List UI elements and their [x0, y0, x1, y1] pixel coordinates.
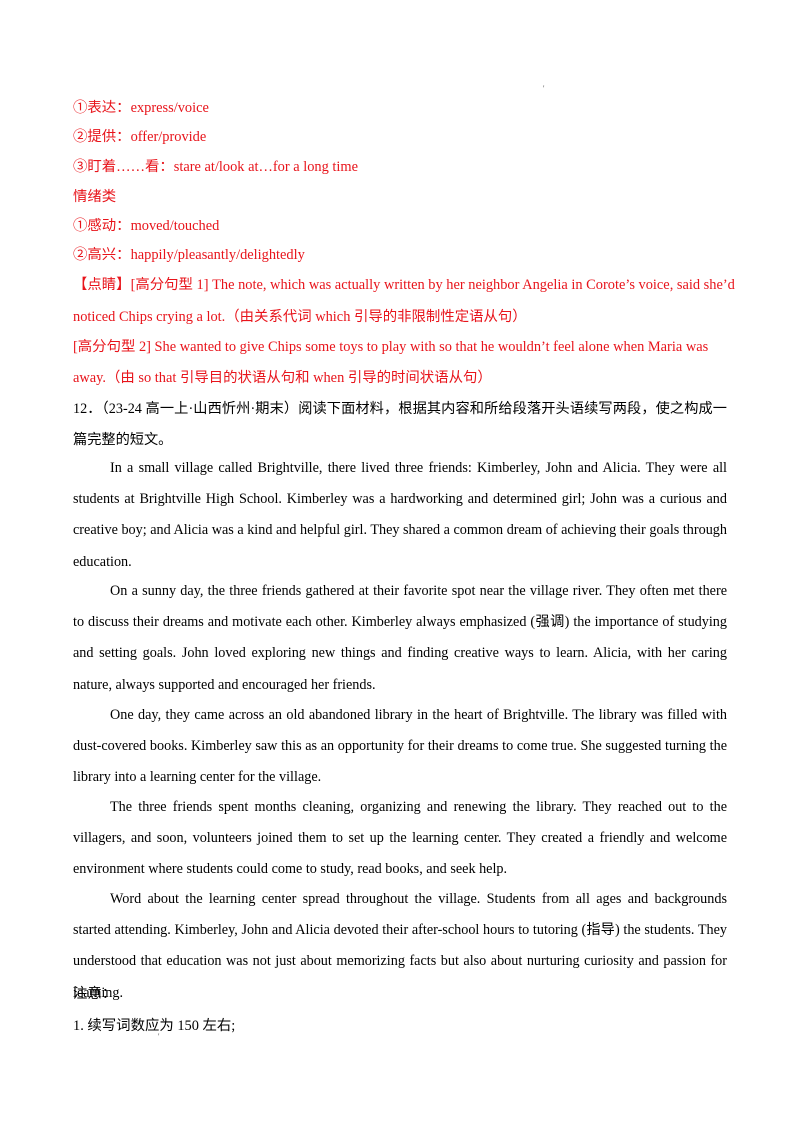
answer-line-5: ②高兴：happily/pleasantly/delightedly [73, 247, 305, 263]
dianjing-sentence-2b: away.（由 so that 引导目的状语从句和 when 引导的时间状语从句… [73, 370, 492, 386]
passage-paragraph-1: In a small village called Brightville, t… [73, 460, 727, 570]
passage-paragraph-3: One day, they came across an old abandon… [73, 707, 727, 786]
notes-title: 注意： [73, 986, 117, 1002]
page-mark-bottom: ' [158, 1032, 160, 1041]
dianjing-sentence-1b: noticed Chips crying a lot.（由关系代词 which … [73, 309, 527, 325]
answer-line-1: ①表达：express/voice [73, 100, 209, 116]
question-12: 12．（23-24 高一上·山西忻州·期末）阅读下面材料，根据其内容和所给段落开… [73, 394, 727, 456]
passage-paragraph-2: On a sunny day, the three friends gather… [73, 583, 727, 693]
passage-paragraph-5: Word about the learning center spread th… [73, 891, 727, 1001]
category-heading: 情绪类 [73, 189, 117, 205]
answer-line-2: ②提供：offer/provide [73, 129, 207, 145]
answer-line-3: ③盯着……看：stare at/look at…for a long time [73, 159, 358, 175]
dianjing-label: 【点睛】 [73, 277, 131, 293]
answer-line-4: ①感动：moved/touched [73, 218, 220, 234]
page-mark-top: ' [543, 84, 545, 93]
question-number: 12． [73, 401, 102, 417]
dianjing-sentence-1a: 【点睛】[高分句型 1] The note, which was actuall… [73, 277, 735, 293]
notes-item-1: 1. 续写词数应为 150 左右; [73, 1018, 236, 1034]
dianjing-sentence-2a: [高分句型 2] She wanted to give Chips some t… [73, 339, 709, 355]
question-text: （23-24 高一上·山西忻州·期末）阅读下面材料，根据其内容和所给段落开头语续… [73, 401, 727, 448]
passage-paragraph-4: The three friends spent months cleaning,… [73, 799, 727, 878]
